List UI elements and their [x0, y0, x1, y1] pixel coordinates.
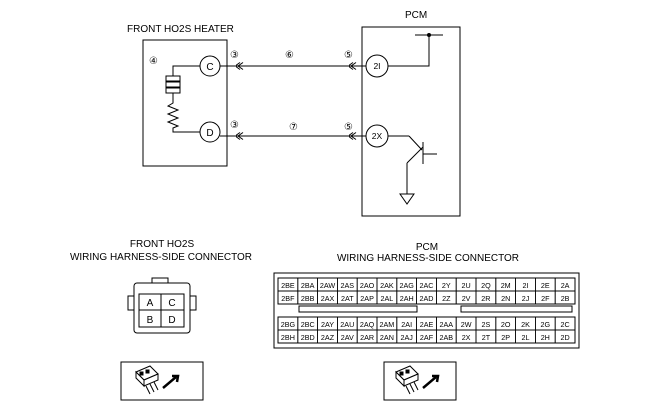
pcm-connector-pin-label: 2P — [501, 333, 510, 342]
pcm-2x-callout: ⑤ — [344, 122, 353, 133]
heater-resistor-callout: ④ — [149, 56, 158, 67]
pcm-connector-pin-label: 2E — [541, 281, 550, 290]
pcm-connector-key-right — [460, 305, 573, 313]
heater-d-callout: ③ — [230, 120, 239, 131]
pcm-connector-pin-label: 2AB — [440, 333, 454, 342]
pcm-connector-pin-label: 2AN — [380, 333, 394, 342]
pcm-connector-pin-label: 2AY — [321, 320, 334, 329]
wire-bottom-callout: ⑦ — [289, 122, 298, 133]
pcm-connector-key-left — [298, 305, 418, 313]
heater-pin-c-label: C — [206, 62, 213, 73]
pcm-connector-pin-label: 2X — [462, 333, 471, 342]
pcm-connector-pin-label: 2F — [541, 294, 550, 303]
ho2s-connector-pin-b: B — [147, 315, 154, 326]
pcm-connector-pin-label: 2AZ — [321, 333, 335, 342]
pcm-connector-pin-label: 2AI — [401, 320, 412, 329]
pcm-connector-pin-label: 2S — [482, 320, 491, 329]
ho2s-connector-pin-c: C — [168, 298, 175, 309]
heater-element — [165, 65, 200, 133]
pcm-connector-pin-label: 2N — [501, 294, 510, 303]
pcm-connector-pin-label: 2BC — [301, 320, 315, 329]
pcm-connector-pin-label: 2B — [561, 294, 570, 303]
pcm-connector-pin-label: 2M — [501, 281, 511, 290]
ho2s-connector-title: FRONT HO2S — [130, 239, 195, 250]
pcm-transistor — [388, 135, 437, 205]
pcm-connector-pin-label: 2AX — [321, 294, 335, 303]
ho2s-connector-face — [127, 277, 197, 334]
pcm-connector-title: PCM — [416, 242, 438, 253]
ho2s-connector-pin-d: D — [168, 315, 175, 326]
pcm-connector-pin-label: 2Y — [442, 281, 451, 290]
pcm-connector-pin-label: 2AU — [340, 320, 354, 329]
pcm-box — [361, 26, 461, 217]
pcm-connector-pin-label: 2L — [522, 333, 530, 342]
pcm-connector-pin-label: 2BF — [281, 294, 295, 303]
pcm-connector-pin-label: 2AM — [380, 320, 395, 329]
pcm-connector-pin-label: 2BA — [301, 281, 315, 290]
pcm-connector-pin-label: 2AC — [420, 281, 434, 290]
pcm-connector-pin-label: 2AD — [420, 294, 434, 303]
pcm-connector-pin-label: 2AA — [440, 320, 454, 329]
pcm-connector-pin-label: 2W — [461, 320, 472, 329]
pcm-connector-pin-label: 2AK — [380, 281, 394, 290]
ho2s-view-icon-box — [120, 361, 204, 401]
pcm-supply-line — [388, 34, 443, 67]
pcm-connector-pin-label: 2Z — [442, 294, 451, 303]
pcm-connector-pin-label: 2AS — [341, 281, 355, 290]
pcm-connector-pin-label: 2AG — [400, 281, 415, 290]
pcm-connector-pin-label: 2AO — [360, 281, 375, 290]
pcm-title: PCM — [405, 10, 427, 21]
pcm-connector-pin-label: 2AW — [320, 281, 336, 290]
connector-view-icon — [395, 365, 440, 395]
pcm-connector-pin-label: 2T — [482, 333, 491, 342]
pcm-connector-pin-label: 2O — [501, 320, 511, 329]
pcm-connector-pin-label: 2AP — [360, 294, 374, 303]
pcm-connector-pin-label: 2A — [561, 281, 570, 290]
pcm-connector-subtitle: WIRING HARNESS-SIDE CONNECTOR — [337, 253, 519, 264]
heater-c-callout: ③ — [230, 50, 239, 61]
pcm-connector-pin-label: 2V — [462, 294, 471, 303]
pcm-connector-pin-label: 2U — [461, 281, 470, 290]
pcm-pin-2i-label: 2I — [373, 61, 380, 71]
connector-view-icon — [135, 365, 180, 395]
pcm-connector-pin-label: 2BH — [281, 333, 295, 342]
heater-pin-d-label: D — [206, 128, 213, 139]
pcm-connector-pin-label: 2J — [522, 294, 530, 303]
pcm-junction-dot — [427, 33, 431, 37]
pcm-connector-pin-label: 2AR — [360, 333, 374, 342]
pcm-connector-pin-label: 2I — [523, 281, 529, 290]
pcm-connector-pin-label: 2AQ — [360, 320, 375, 329]
pcm-connector-pin-label: 2R — [481, 294, 490, 303]
pcm-connector-pin-label: 2H — [541, 333, 550, 342]
heater-title: FRONT HO2S HEATER — [127, 24, 234, 35]
pcm-connector-pin-label: 2BB — [301, 294, 315, 303]
pcm-connector-pin-label: 2BE — [281, 281, 295, 290]
pcm-connector-pin-label: 2AT — [341, 294, 354, 303]
pcm-connector-pin-label: 2AJ — [401, 333, 414, 342]
pcm-pin-2x-label: 2X — [372, 131, 383, 141]
ho2s-connector-subtitle: WIRING HARNESS-SIDE CONNECTOR — [70, 252, 252, 263]
pcm-connector-pin-label: 2AE — [420, 320, 434, 329]
pcm-connector-pin-label: 2AL — [381, 294, 394, 303]
pcm-connector-pin-label: 2AF — [420, 333, 434, 342]
pcm-connector-cell — [554, 329, 576, 344]
pcm-connector-pin-label: 2BD — [301, 333, 315, 342]
pcm-view-icon-box — [383, 361, 457, 401]
pcm-connector-pin-label: 2K — [521, 320, 530, 329]
pcm-connector-cell — [554, 290, 576, 305]
pcm-connector-pin-label: 2G — [541, 320, 551, 329]
wire-top-callout: ⑥ — [285, 50, 294, 61]
pcm-connector-pin-label: 2AH — [400, 294, 414, 303]
pcm-connector-pin-label: 2BG — [281, 320, 296, 329]
pcm-connector-pin-label: 2C — [560, 320, 569, 329]
pcm-connector-face — [273, 272, 580, 349]
pcm-connector-pin-label: 2AV — [341, 333, 354, 342]
heater-box — [142, 39, 228, 167]
ho2s-connector-pin-a: A — [147, 298, 154, 309]
pcm-connector-pin-label: 2D — [560, 333, 569, 342]
pcm-connector-pin-label: 2Q — [481, 281, 491, 290]
pcm-2i-callout: ⑤ — [344, 50, 353, 61]
